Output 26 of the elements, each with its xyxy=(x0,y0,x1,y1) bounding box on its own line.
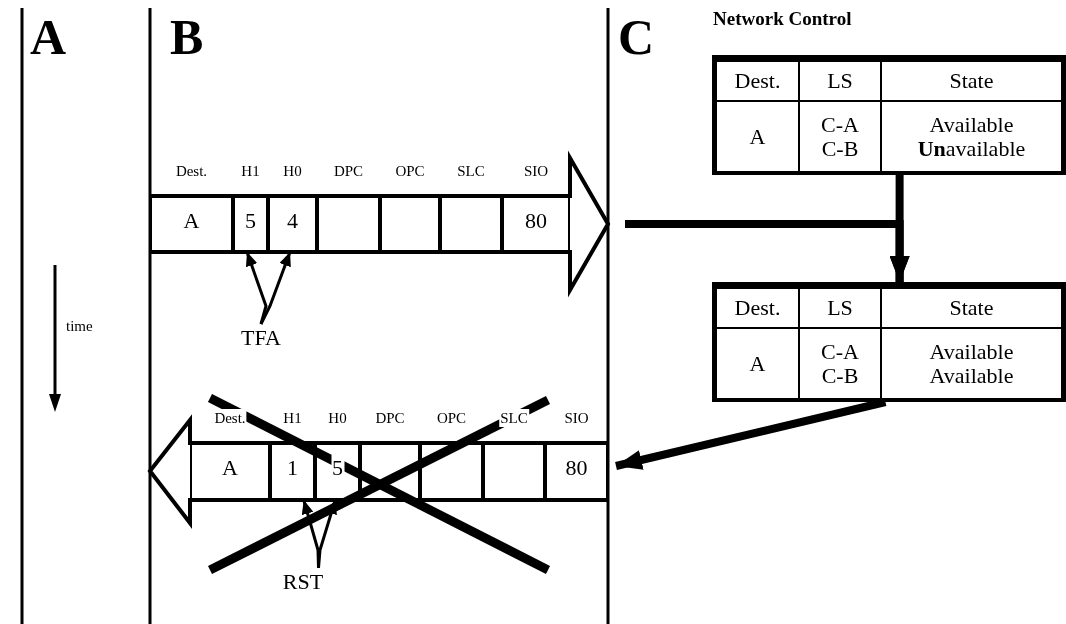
routing-table xyxy=(712,282,1066,402)
table-cell: Available Available xyxy=(881,328,1062,400)
table-cell: Available Unavailable xyxy=(881,101,1062,173)
arrow xyxy=(259,251,292,325)
table-cell: State xyxy=(881,288,1062,328)
table-cell: LS xyxy=(799,61,881,101)
arrow xyxy=(889,175,910,282)
table-cell: Dest. xyxy=(716,61,799,101)
table-cell: LS xyxy=(799,288,881,328)
routing-table xyxy=(712,55,1066,175)
message-name: TFA xyxy=(226,324,296,352)
table-cell: C-A C-B xyxy=(799,101,881,173)
diagram-title: Network Control xyxy=(713,8,852,30)
table-cell: A xyxy=(716,101,799,173)
node-label: B xyxy=(170,12,204,62)
node-label: A xyxy=(30,12,67,62)
table-cell: Dest. xyxy=(716,288,799,328)
field-name: SLC xyxy=(499,409,529,427)
table-cell: C-A C-B xyxy=(799,328,881,400)
table-cell: A xyxy=(716,328,799,400)
arrow xyxy=(245,251,268,325)
axis-label: time xyxy=(66,318,93,335)
node-label: C xyxy=(618,12,655,62)
table-cell: State xyxy=(881,61,1062,101)
arrow xyxy=(317,499,337,569)
message-name: RST xyxy=(272,568,334,598)
